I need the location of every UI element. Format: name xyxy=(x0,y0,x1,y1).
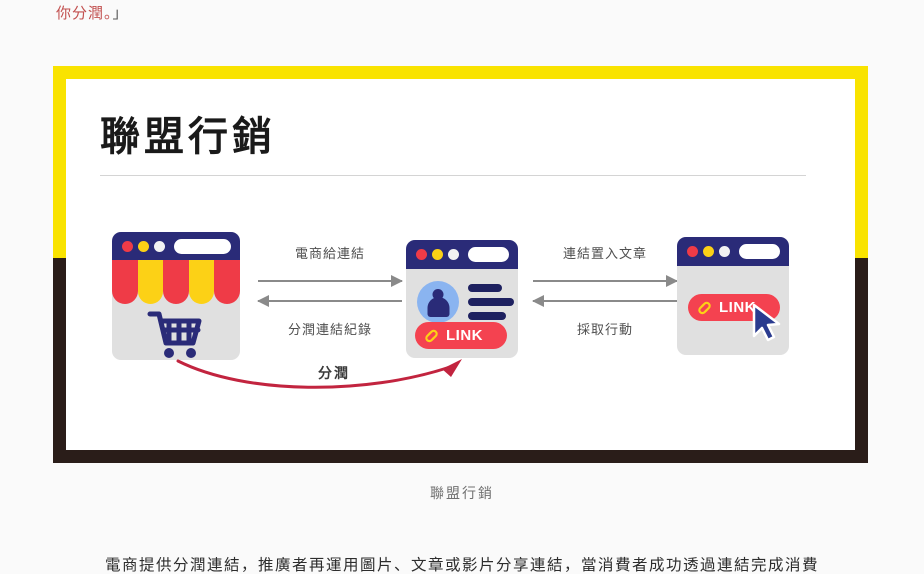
top-paragraph-fragment: 你分潤。」 xyxy=(56,2,129,23)
browser-dot-yellow xyxy=(703,246,714,257)
affiliate-profile-window-icon: LINK xyxy=(406,240,518,358)
chain-link-icon xyxy=(698,301,711,314)
content-text-lines xyxy=(468,284,514,326)
consumer-browser-bar xyxy=(677,237,789,266)
figure-title: 聯盟行銷 xyxy=(100,115,276,159)
flow-arrow-1-left xyxy=(257,291,402,311)
chain-link-icon xyxy=(425,329,438,342)
flow-label-1-bottom: 分潤連結紀錄 xyxy=(287,322,372,337)
browser-dot-white xyxy=(154,241,165,252)
browser-url-bar xyxy=(468,247,509,262)
affiliate-marketing-figure: 聯盟行銷 xyxy=(0,0,924,520)
flow-label-2-top: 連結置入文章 xyxy=(562,246,647,261)
shop-awning xyxy=(112,260,240,304)
link-button-label: LINK xyxy=(719,299,756,316)
browser-dot-red xyxy=(122,241,133,252)
flow-group-affiliate-consumer: 連結置入文章 採取行動 xyxy=(532,243,678,338)
affiliate-link-button[interactable]: LINK xyxy=(415,322,507,349)
consumer-click-window-icon: LINK xyxy=(677,237,789,355)
browser-dot-white xyxy=(448,249,459,260)
shop-browser-bar xyxy=(112,232,240,261)
commission-label: 分潤 xyxy=(318,365,350,381)
browser-dot-red xyxy=(687,246,698,257)
flow-diagram: 電商給連結 分潤連結紀錄 xyxy=(66,215,855,405)
figure-caption: 聯盟行銷 xyxy=(430,485,494,501)
flow-arrow-1-right xyxy=(258,271,403,291)
mouse-cursor-icon xyxy=(751,303,785,348)
closing-bracket: 」 xyxy=(112,5,129,22)
browser-dot-yellow xyxy=(138,241,149,252)
affiliate-browser-bar xyxy=(406,240,518,269)
flow-label-1-top: 電商給連結 xyxy=(294,246,365,261)
figure-frame-yellow xyxy=(53,66,868,263)
user-avatar-icon xyxy=(417,281,459,323)
body-paragraph: 電商提供分潤連結，推廣者再運用圖片、文章或影片分享連結，當消費者成功透過連結完成… xyxy=(104,557,819,574)
link-button-label: LINK xyxy=(446,327,483,344)
browser-url-bar xyxy=(739,244,780,259)
figure-frame-dark xyxy=(53,258,868,463)
top-paragraph-text: 你分潤。 xyxy=(56,5,113,22)
flow-group-merchant-affiliate: 電商給連結 分潤連結紀錄 xyxy=(257,243,403,338)
browser-dot-white xyxy=(719,246,730,257)
flow-label-2-bottom: 採取行動 xyxy=(576,322,633,337)
shop-storefront-icon xyxy=(112,232,240,360)
browser-dot-red xyxy=(416,249,427,260)
flow-arrow-2-right xyxy=(533,271,678,291)
commission-curved-arrow xyxy=(176,355,466,402)
browser-url-bar xyxy=(174,239,231,254)
shopping-cart-icon xyxy=(146,308,206,365)
title-divider xyxy=(100,175,806,176)
flow-arrow-2-left xyxy=(532,291,677,311)
browser-dot-yellow xyxy=(432,249,443,260)
